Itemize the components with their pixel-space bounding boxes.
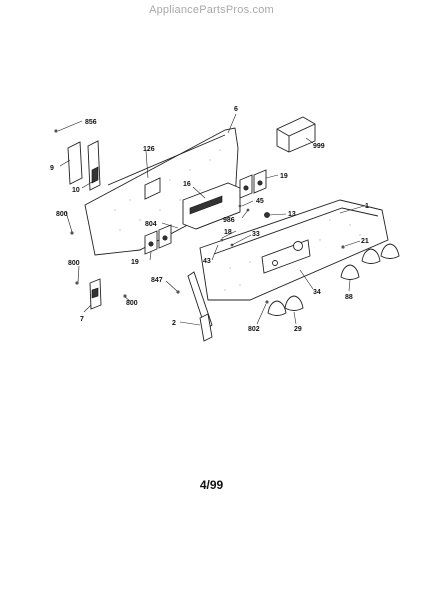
hardware-screws <box>54 129 345 304</box>
timer-box-part <box>276 116 316 153</box>
watermark-text: AppliancePartsPros.com <box>149 4 274 16</box>
callout-21: 21 <box>361 238 369 245</box>
knob-set-upper <box>340 243 400 280</box>
callout-45: 45 <box>256 198 264 205</box>
callout-800-lower: 800 <box>126 300 138 307</box>
callout-1: 1 <box>365 203 369 210</box>
callout-34: 34 <box>313 289 321 296</box>
revision-date: 4/99 <box>199 478 224 492</box>
callout-2: 2 <box>172 320 176 327</box>
callout-800-left: 800 <box>56 211 68 218</box>
leader-lines <box>57 113 365 326</box>
callout-88: 88 <box>345 294 353 301</box>
callout-6: 6 <box>234 106 238 113</box>
left-bracket-part <box>67 140 101 191</box>
callout-labels: 6 856 999 9 126 10 16 19 45 800 986 13 1… <box>50 106 369 333</box>
callout-18: 18 <box>224 229 232 236</box>
callout-856: 856 <box>85 119 97 126</box>
callout-802: 802 <box>248 326 260 333</box>
side-trim-part <box>187 271 213 342</box>
callout-800-mid: 800 <box>68 260 80 267</box>
knob-set-lower <box>267 295 304 316</box>
callout-7: 7 <box>80 316 84 323</box>
callout-9: 9 <box>50 165 54 172</box>
callout-999: 999 <box>313 143 325 150</box>
callout-804: 804 <box>145 221 157 228</box>
end-cap-part <box>89 278 102 310</box>
callout-43: 43 <box>203 258 211 265</box>
callout-13: 13 <box>288 211 296 218</box>
control-panel-part <box>199 199 389 301</box>
infinite-switch-lower-part <box>144 224 172 255</box>
callout-16: 16 <box>183 181 191 188</box>
electronic-control-part <box>182 182 241 230</box>
callout-847: 847 <box>151 277 163 284</box>
callout-29: 29 <box>294 326 302 333</box>
callout-126: 126 <box>143 146 155 153</box>
callout-33: 33 <box>252 231 260 238</box>
callout-986: 986 <box>223 217 235 224</box>
infinite-switch-upper-part <box>239 169 267 199</box>
callout-10: 10 <box>72 187 80 194</box>
callout-19-upper: 19 <box>280 173 288 180</box>
back-panel-part <box>84 127 239 256</box>
callout-19-lower: 19 <box>131 259 139 266</box>
